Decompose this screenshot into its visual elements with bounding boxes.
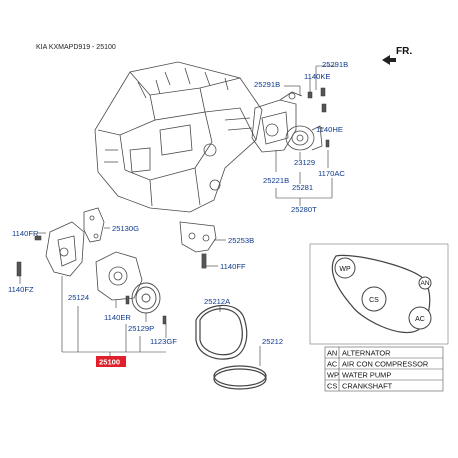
pulley-ac-label: AC: [415, 316, 425, 323]
belt-drawing: [213, 365, 267, 390]
legend-grid: [324, 346, 444, 392]
callout-25130G[interactable]: 25130G: [112, 224, 139, 233]
gasket-drawing: [83, 207, 105, 243]
water-pump-drawing: [95, 251, 143, 301]
callout-1140HE[interactable]: 1140HE: [316, 125, 343, 134]
pump-pulley-drawing: [131, 282, 161, 314]
routing-frame: [309, 243, 449, 345]
legend-code-cs: CS: [327, 382, 337, 391]
bracket-assembly-drawing: [251, 91, 303, 153]
engine-block-drawing: [94, 61, 263, 213]
legend-name-cs: CRANKSHAFT: [342, 382, 393, 391]
routing-belt-path: [331, 254, 431, 333]
callout-23129[interactable]: 23129: [294, 158, 315, 167]
callout-25221B[interactable]: 25221B: [263, 176, 289, 185]
front-label: FR.: [396, 46, 412, 57]
callout-1140KE[interactable]: 1140KE: [304, 72, 330, 81]
pump-cover-drawing: [45, 221, 85, 277]
highlight-box: [96, 356, 126, 367]
callout-labels: 25291B 1140KE 25291B 1140HE 23129 1170AC…: [8, 60, 348, 346]
pulley-wp-label: WP: [339, 266, 351, 273]
callout-25100[interactable]: 25100: [99, 358, 120, 367]
legend-code-an: AN: [327, 349, 337, 358]
pulley-wp: [334, 257, 356, 279]
legend-code-ac: AC: [327, 360, 338, 369]
callout-25291B-left[interactable]: 25291B: [254, 80, 280, 89]
callout-25281[interactable]: 25281: [292, 183, 313, 192]
legend-table: AN ALTERNATOR AC AIR CON COMPRESSOR WP W…: [324, 346, 444, 392]
callout-1170AC[interactable]: 1170AC: [318, 169, 345, 178]
legend-name-an: ALTERNATOR: [342, 349, 390, 358]
callout-25291B-top[interactable]: 25291B: [322, 60, 348, 69]
front-direction-indicator: FR.: [382, 46, 412, 65]
legend-code-wp: WP: [327, 371, 339, 380]
callout-25212[interactable]: 25212: [262, 337, 283, 346]
legend-name-ac: AIR CON COMPRESSOR: [342, 360, 428, 369]
pulley-an-label: AN: [420, 280, 429, 287]
callout-1140FZ[interactable]: 1140FZ: [8, 285, 34, 294]
assembly-25100-highlight[interactable]: 25100: [96, 356, 126, 367]
pulley-cs: [361, 286, 387, 312]
arrow-icon: [382, 55, 396, 65]
pulley-an: [418, 276, 432, 290]
pulley-cs-label: CS: [369, 297, 379, 304]
leader-lines: [19, 65, 336, 366]
callout-1140FR[interactable]: 1140FR: [12, 229, 39, 238]
tensioner-drawing: [285, 125, 323, 151]
idler-bracket-drawing: [179, 221, 217, 269]
belt-routing-diagram: WP CS AN AC: [309, 243, 449, 345]
ribbed-belt-drawing: [195, 304, 248, 360]
callout-1140ER[interactable]: 1140ER: [104, 313, 131, 322]
callout-1140FF[interactable]: 1140FF: [220, 262, 246, 271]
callout-25129P[interactable]: 25129P: [128, 324, 154, 333]
bolt-icons-lower: [16, 235, 167, 325]
callout-25253B[interactable]: 25253B: [228, 236, 254, 245]
legend-name-wp: WATER PUMP: [342, 371, 391, 380]
callout-1123GF[interactable]: 1123GF: [150, 337, 177, 346]
callout-25280T[interactable]: 25280T: [291, 205, 317, 214]
callout-25124[interactable]: 25124: [68, 293, 89, 302]
model-code-header: KIA KXMAPD919 - 25100: [36, 44, 116, 51]
bolt-icons-upper: [307, 87, 330, 148]
callout-25212A[interactable]: 25212A: [204, 297, 231, 306]
pulley-ac: [408, 306, 432, 330]
